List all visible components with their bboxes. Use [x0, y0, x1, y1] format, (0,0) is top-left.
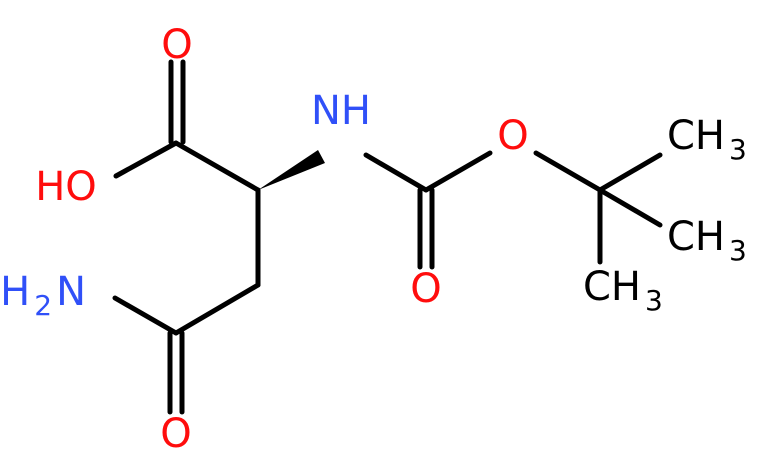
atom-ester-o: O — [497, 113, 528, 159]
atom-carbamate-carbonyl-o: O — [410, 266, 441, 312]
atom-methyl-3: CH 3 — [583, 264, 663, 317]
bond-quat-methyl-2 — [597, 187, 663, 228]
atom-amide-n: N — [56, 269, 86, 315]
atom-methyl-1: CH 3 — [667, 113, 747, 166]
atom-acid-hydroxyl: HO — [35, 164, 97, 210]
atom-amide-subscript: 2 — [34, 289, 52, 322]
atom-methyl-2: CH 3 — [667, 214, 747, 267]
bond-acid-c-alpha — [173, 140, 261, 193]
atom-methyl-1-ch: CH — [667, 113, 725, 159]
atom-labels: O HO H 2 N O NH O O CH 3 CH 3 CH 3 — [0, 22, 747, 457]
bond-acid-c-oh — [113, 140, 179, 179]
atom-methyl-2-ch: CH — [667, 214, 725, 260]
bond-ester-o-quat-c — [533, 150, 603, 193]
bonds — [112, 59, 663, 415]
bond-amide-c-n — [112, 295, 179, 336]
bond-carbamate-c-ester-o — [423, 150, 493, 193]
atom-amide-o: O — [160, 411, 191, 457]
atom-methyl-1-subscript: 3 — [729, 133, 747, 166]
atom-methyl-3-ch: CH — [583, 264, 641, 310]
atom-methyl-2-subscript: 3 — [729, 234, 747, 267]
bond-ch2-amide-c — [173, 282, 261, 336]
stereo-wedge-bond — [258, 150, 325, 190]
bond-quat-methyl-1 — [597, 152, 663, 193]
atom-amide-h: H — [0, 269, 30, 315]
atom-acid-carbonyl-o: O — [161, 22, 192, 68]
atom-methyl-3-subscript: 3 — [645, 284, 663, 317]
atom-amide-nh2: H 2 N — [0, 269, 86, 322]
atom-carbamate-nh: NH — [311, 88, 371, 134]
bond-nh-carbamate-c — [363, 152, 429, 193]
